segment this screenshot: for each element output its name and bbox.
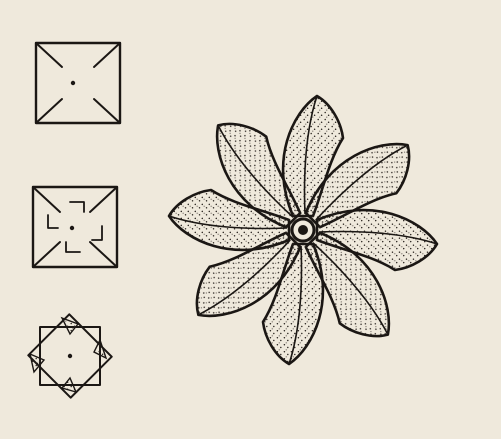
pinwheel-pin [298, 225, 308, 235]
step-3-star-folded-pinwheel [28, 314, 111, 397]
step-1-square-diagonal-cuts [36, 43, 120, 123]
finished-pinwheel [169, 96, 437, 364]
step-2-square-folded-corners [33, 187, 117, 267]
